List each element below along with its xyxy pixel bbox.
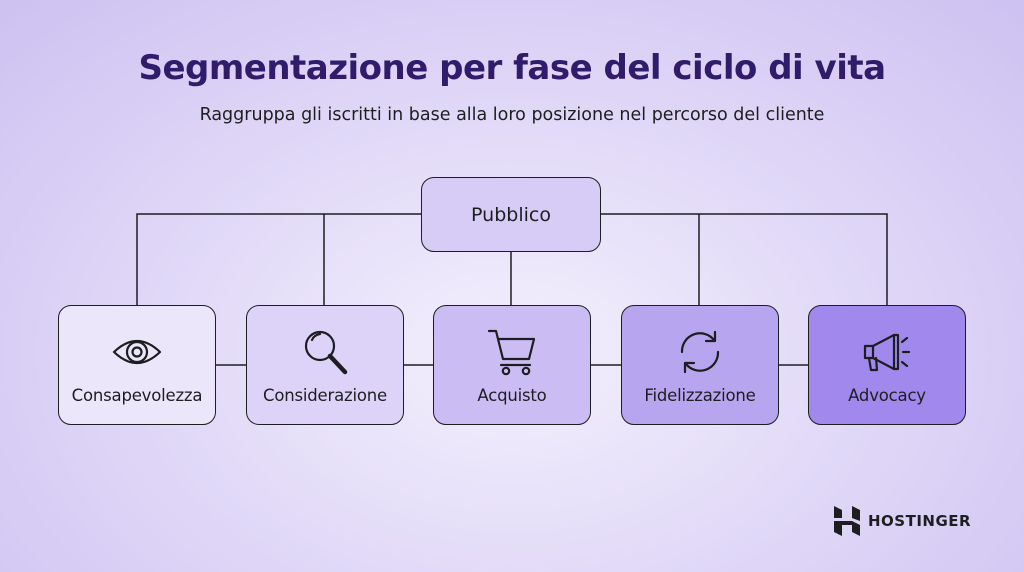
diagram-title: Segmentazione per fase del ciclo di vita xyxy=(138,48,886,88)
magnifier-icon xyxy=(304,330,348,375)
root-node-pubblico: Pubblico xyxy=(421,177,601,252)
connector-top-right xyxy=(601,213,888,305)
hostinger-wordmark: HOSTINGER xyxy=(868,512,972,530)
megaphone-icon xyxy=(863,333,911,372)
diagram-subtitle: Raggruppa gli iscritti in base alla loro… xyxy=(199,105,825,125)
hostinger-logo-icon xyxy=(834,506,860,536)
stage-fidelizzazione: Fidelizzazione xyxy=(621,305,779,425)
stage-label: Acquisto xyxy=(477,386,547,405)
stage-advocacy: Advocacy xyxy=(808,305,966,425)
stage-consapevolezza: Consapevolezza xyxy=(58,305,216,425)
stage-acquisto: Acquisto xyxy=(433,305,591,425)
shopping-cart-icon xyxy=(487,329,536,376)
stage-label: Considerazione xyxy=(263,386,387,405)
stage-label: Fidelizzazione xyxy=(644,386,756,405)
refresh-icon xyxy=(680,330,720,374)
root-node-label: Pubblico xyxy=(471,203,551,226)
stage-label: Consapevolezza xyxy=(71,386,203,405)
stage-considerazione: Considerazione xyxy=(246,305,404,425)
stage-label: Advocacy xyxy=(848,386,926,405)
eye-icon xyxy=(112,339,162,365)
connector-top-left xyxy=(136,213,421,305)
hostinger-logo: HOSTINGER xyxy=(834,506,971,536)
